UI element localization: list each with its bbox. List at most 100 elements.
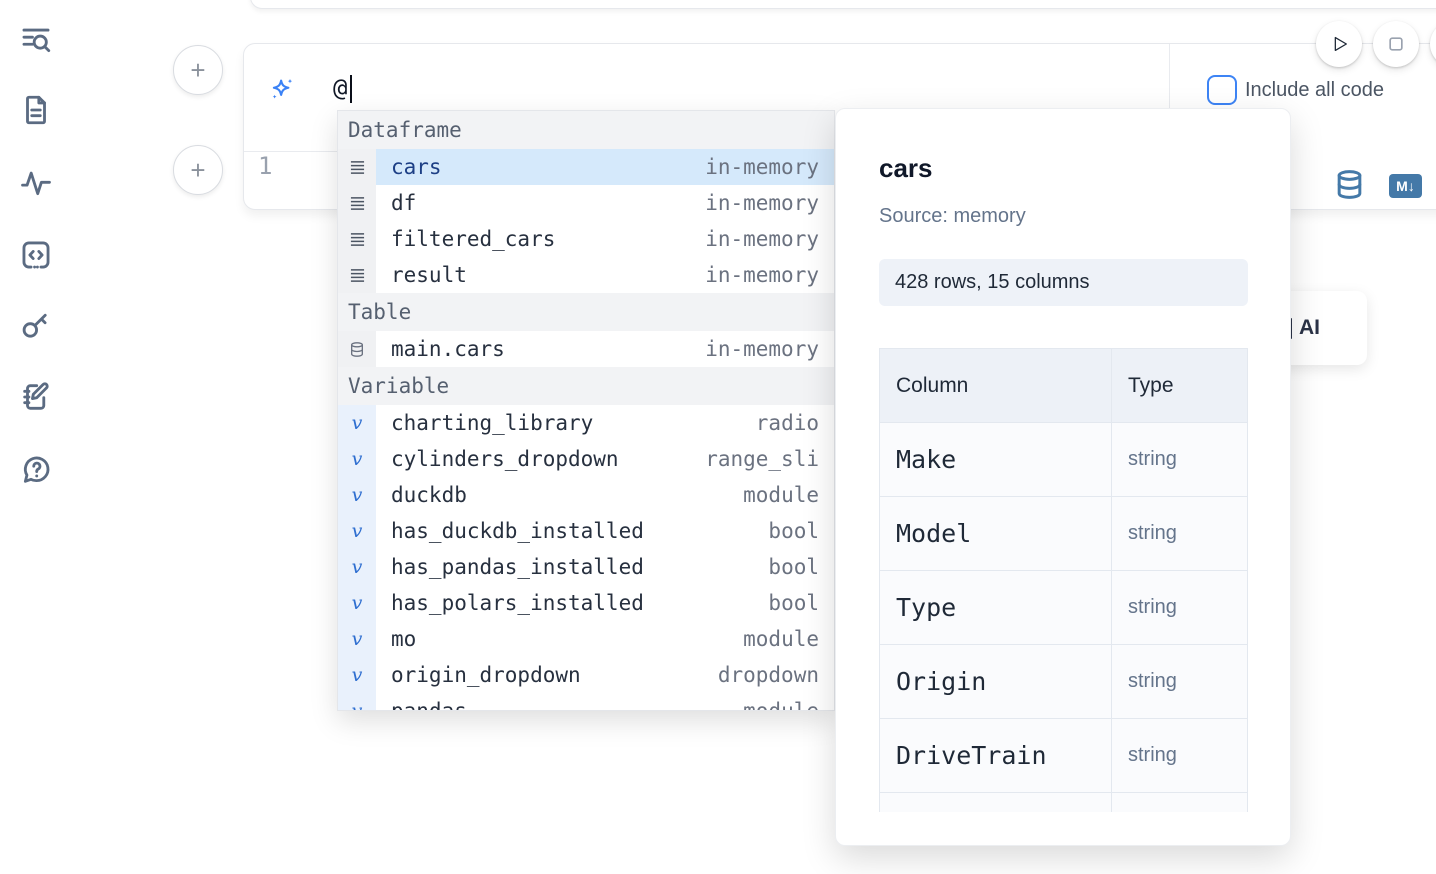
column-header: Column (879, 348, 1112, 423)
run-button[interactable] (1316, 21, 1362, 67)
variable-icon: v (351, 556, 363, 578)
schema-row: Model string (879, 496, 1248, 571)
autocomplete-row[interactable]: Dataframe (338, 111, 834, 149)
code-block-icon[interactable] (19, 238, 53, 272)
line-number: 1 (258, 152, 273, 180)
schema-table-wrap: Column Type Make string Model str (879, 348, 1248, 812)
variable-icon: v (351, 484, 363, 506)
item-meta: module (743, 627, 819, 651)
include-all-code-label: Include all code (1245, 79, 1384, 101)
ai-button-label: AI (1299, 316, 1320, 339)
schema-row: Origin string (879, 644, 1248, 719)
dataframe-preview-panel: cars Source: memory 428 rows, 15 columns… (835, 108, 1291, 846)
schema-header-row: Column Type (879, 348, 1248, 423)
section-label: Table (348, 300, 412, 324)
schema-column-type: string (1111, 422, 1248, 497)
autocomplete-row[interactable]: v has_duckdb_installed bool (338, 513, 834, 549)
autocomplete-row[interactable]: v duckdb module (338, 477, 834, 513)
scratchpad-icon[interactable] (19, 380, 53, 414)
search-list-icon[interactable] (19, 23, 53, 57)
schema-row: DriveTrain string (879, 718, 1248, 793)
markdown-icon[interactable]: M↓ (1389, 174, 1422, 198)
autocomplete-row[interactable]: main.cars in-memory (338, 331, 834, 367)
schema-column-name: Make (879, 422, 1112, 497)
variable-icon: v (351, 664, 363, 686)
file-text-icon[interactable] (19, 93, 53, 127)
schema-column-name: DriveTrain (879, 718, 1112, 793)
row-gutter: v (338, 441, 376, 477)
database-icon[interactable] (1334, 169, 1365, 205)
section-label: Dataframe (348, 118, 462, 142)
extra-button-partial[interactable] (1430, 21, 1436, 67)
previous-cell-fragment (250, 0, 1436, 9)
key-icon[interactable] (19, 308, 53, 342)
variable-icon: v (351, 412, 363, 434)
add-cell-above-button[interactable]: + (173, 45, 223, 95)
item-meta: range_sli (705, 447, 819, 471)
autocomplete-row[interactable]: Table (338, 293, 834, 331)
item-meta: in-memory (705, 191, 819, 215)
schema-row: Make string (879, 422, 1248, 497)
item-name: result (391, 263, 467, 287)
variable-icon: v (351, 700, 363, 711)
schema-column-type: string (1111, 644, 1248, 719)
autocomplete-row[interactable]: v pandas module (338, 693, 834, 711)
schema-table: Column Type Make string Model str (879, 348, 1248, 812)
text-caret (350, 75, 352, 103)
dataframe-icon (350, 196, 364, 210)
autocomplete-row[interactable]: result in-memory (338, 257, 834, 293)
help-chat-icon[interactable] (19, 453, 53, 487)
autocomplete-dropdown: Dataframe c (337, 110, 835, 711)
item-name: has_duckdb_installed (391, 519, 644, 543)
section-label: Variable (348, 374, 450, 398)
item-name: charting_library (391, 411, 594, 435)
schema-column-name (879, 792, 1112, 812)
row-gutter: v (338, 549, 376, 585)
activity-icon[interactable] (19, 166, 53, 200)
dataframe-icon (350, 232, 364, 246)
row-gutter: v (338, 585, 376, 621)
autocomplete-row[interactable]: cars in-memory (338, 149, 834, 185)
item-name: filtered_cars (391, 227, 556, 251)
autocomplete-row[interactable]: Variable (338, 367, 834, 405)
item-name: origin_dropdown (391, 663, 581, 687)
row-gutter: v (338, 405, 376, 441)
schema-row (879, 792, 1248, 812)
variable-icon: v (351, 448, 363, 470)
item-meta: module (743, 699, 819, 711)
autocomplete-row[interactable]: v cylinders_dropdown range_sli (338, 441, 834, 477)
ai-sparkles-icon (268, 75, 298, 110)
row-gutter: v (338, 477, 376, 513)
play-icon (1334, 36, 1347, 52)
add-cell-below-button[interactable]: + (173, 145, 223, 195)
autocomplete-row[interactable]: df in-memory (338, 185, 834, 221)
type-header: Type (1111, 348, 1248, 423)
item-name: duckdb (391, 483, 467, 507)
autocomplete-row[interactable]: filtered_cars in-memory (338, 221, 834, 257)
ai-prompt-input[interactable]: @ (333, 74, 348, 102)
autocomplete-row[interactable]: v has_polars_installed bool (338, 585, 834, 621)
autocomplete-row[interactable]: v origin_dropdown dropdown (338, 657, 834, 693)
schema-column-type (1111, 792, 1248, 812)
item-name: cars (391, 155, 442, 179)
row-gutter: v (338, 621, 376, 657)
item-meta: in-memory (705, 337, 819, 361)
include-all-code-checkbox[interactable] (1207, 75, 1237, 105)
panel-title: cars (879, 153, 933, 183)
item-meta: bool (768, 591, 819, 615)
item-name: main.cars (391, 337, 505, 361)
shape-badge: 428 rows, 15 columns (879, 259, 1248, 306)
autocomplete-row[interactable]: v has_pandas_installed bool (338, 549, 834, 585)
autocomplete-row[interactable]: v mo module (338, 621, 834, 657)
variable-icon: v (351, 628, 363, 650)
item-name: has_pandas_installed (391, 555, 644, 579)
item-name: has_polars_installed (391, 591, 644, 615)
row-gutter (338, 221, 376, 257)
item-meta: radio (755, 411, 819, 435)
schema-column-name: Origin (879, 644, 1112, 719)
stop-button[interactable] (1373, 21, 1419, 67)
item-meta: in-memory (705, 227, 819, 251)
autocomplete-row[interactable]: v charting_library radio (338, 405, 834, 441)
schema-column-name: Type (879, 570, 1112, 645)
